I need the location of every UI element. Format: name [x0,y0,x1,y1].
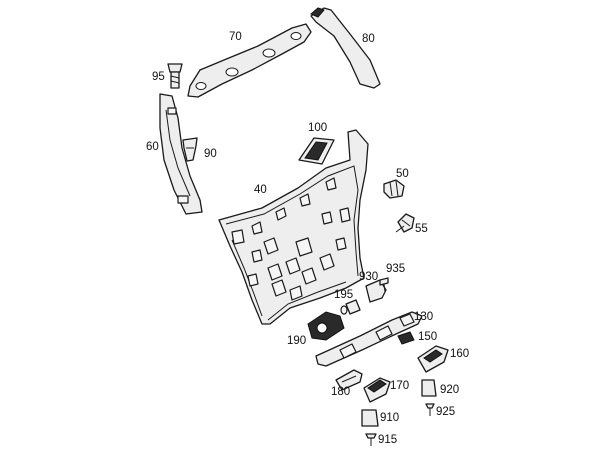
part-915-screw [365,433,377,446]
part-60-pillar-trim [159,93,203,215]
part-180-lamp [335,369,363,391]
part-190-lock-actuator [307,311,345,341]
part-910-cap [361,409,379,427]
label-190: 190 [287,335,306,347]
label-100: 100 [308,122,327,134]
part-90-clip [182,137,198,162]
label-195: 195 [334,289,353,301]
part-100-handle [298,137,335,165]
label-80: 80 [362,33,375,45]
part-130-grip-trim [315,311,423,367]
label-55: 55 [415,223,428,235]
label-130: 130 [414,311,433,323]
label-95: 95 [152,71,165,83]
part-160-switch-housing [417,345,449,373]
label-70: 70 [229,31,242,43]
label-90: 90 [204,148,217,160]
part-920-cap [421,379,437,397]
label-915: 915 [378,434,397,446]
label-925: 925 [436,406,455,418]
part-80-side-trim [310,7,381,89]
label-50: 50 [396,168,409,180]
part-935-screw [379,277,389,293]
label-150: 150 [418,331,437,343]
part-195-bulb [340,299,361,315]
label-935: 935 [386,263,405,275]
part-70-upper-trim-panel [187,23,312,98]
part-55-retainer [395,213,415,233]
part-925-screw [425,403,435,416]
part-50-clip [383,179,405,199]
part-930-bracket [365,279,387,303]
part-150-switch [397,331,415,345]
label-910: 910 [380,412,399,424]
label-170: 170 [390,380,409,392]
part-170-switch [363,377,391,403]
label-160: 160 [450,348,469,360]
part-40-liftgate-trim-panel [218,129,369,325]
label-930: 930 [359,271,378,283]
label-40: 40 [254,184,267,196]
part-95-screw [167,63,183,89]
label-920: 920 [440,384,459,396]
label-180: 180 [331,386,350,398]
label-60: 60 [146,141,159,153]
